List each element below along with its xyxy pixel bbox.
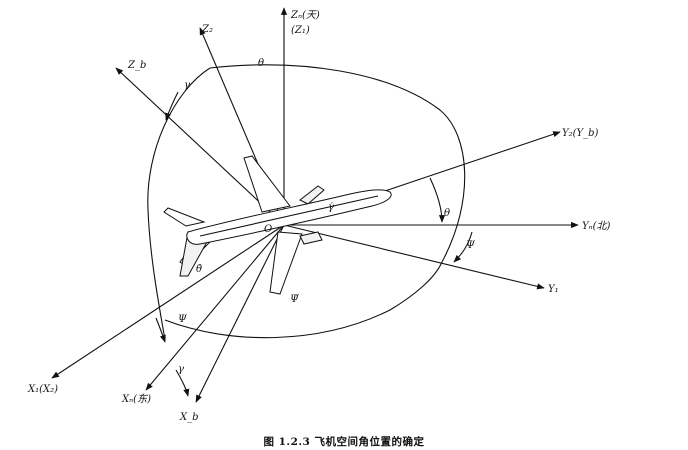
arc-bottom — [164, 261, 443, 339]
label-y2: Y₂(Y_b) — [562, 128, 599, 139]
axis-xn — [145, 224, 285, 391]
arc-gamma-top — [165, 91, 179, 121]
label-theta-top: θ — [258, 58, 264, 69]
aircraft — [163, 155, 392, 295]
label-yn: Yₙ(北) — [582, 220, 611, 232]
label-psi-right: Ψ — [466, 240, 476, 251]
axis-x1 — [51, 224, 285, 379]
label-psi-bottom: Ψ — [178, 314, 188, 325]
label-zn: Zₙ(天) — [290, 10, 320, 21]
label-xb: X_b — [179, 412, 199, 423]
label-zn-sub: (Z₁) — [291, 25, 310, 36]
arc-psi-right — [453, 231, 473, 263]
axis-y1 — [283, 224, 545, 290]
arc-top — [209, 64, 466, 263]
arc-psi-bottom — [155, 317, 166, 343]
label-gamma-bottom: γ — [178, 364, 184, 375]
arc-left — [147, 67, 211, 341]
axis-zb — [115, 67, 285, 226]
arc-gamma-bottom — [175, 369, 190, 397]
label-origin: O — [264, 224, 272, 235]
arc-theta-right — [429, 177, 446, 223]
label-theta-right: θ — [444, 208, 450, 219]
label-y1: Y₁ — [548, 284, 559, 295]
label-x1: X₁(X₂) — [27, 384, 58, 395]
figure-caption: 图 1.2.3 飞机空间角位置的确定 — [263, 436, 425, 448]
label-psi-dot: Ψ̇ — [290, 294, 300, 305]
label-theta-dot: θ̇ — [196, 264, 202, 275]
label-gamma-dot: γ̇ — [328, 202, 334, 213]
label-z2: Z₂ — [201, 24, 213, 35]
axis-xb — [195, 224, 285, 403]
label-gamma-top: γ — [184, 80, 190, 91]
label-zb: Z_b — [127, 60, 146, 71]
label-xn: Xₙ(东) — [121, 393, 151, 405]
